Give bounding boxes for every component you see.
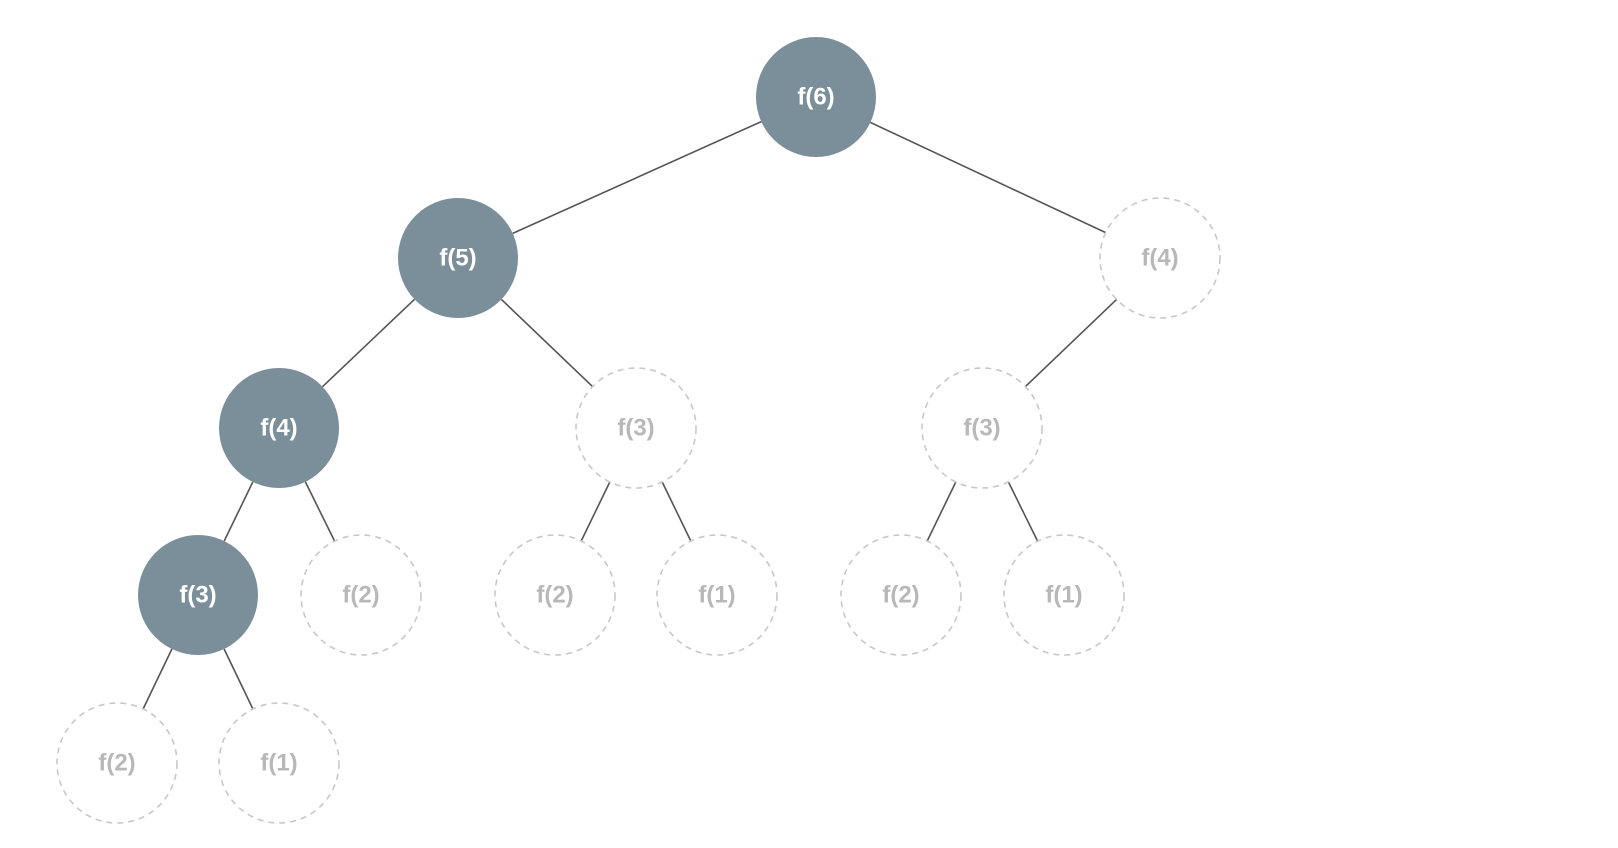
tree-edge bbox=[223, 481, 254, 542]
node-circle bbox=[921, 367, 1043, 489]
tree-node-pending: f(4) bbox=[1099, 197, 1221, 319]
tree-edge bbox=[869, 121, 1107, 234]
tree-nodes: f(6) f(5) f(4) f(4) f(3) f(3) f(3) f(2) f(2) f(1)… bbox=[56, 37, 1221, 824]
node-label: f(3) bbox=[617, 415, 654, 442]
node-circle bbox=[494, 534, 616, 656]
node-label: f(4) bbox=[260, 415, 297, 442]
node-circle bbox=[1003, 534, 1125, 656]
tree-edge bbox=[1024, 298, 1118, 388]
tree-edge bbox=[500, 298, 594, 388]
node-circle bbox=[300, 534, 422, 656]
node-label: f(3) bbox=[963, 415, 1000, 442]
tree-node-pending: f(2) bbox=[840, 534, 962, 656]
node-circle bbox=[1099, 197, 1221, 319]
node-label: f(2) bbox=[98, 750, 135, 777]
node-circle bbox=[840, 534, 962, 656]
node-label: f(1) bbox=[698, 582, 735, 609]
node-circle bbox=[56, 702, 178, 824]
node-circle bbox=[138, 535, 258, 655]
node-label: f(2) bbox=[882, 582, 919, 609]
tree-edge bbox=[926, 481, 957, 542]
tree-edge bbox=[512, 120, 762, 235]
tree-edge bbox=[223, 648, 254, 710]
node-label: f(6) bbox=[797, 84, 834, 111]
tree-node-pending: f(3) bbox=[575, 367, 697, 489]
tree-node-active: f(5) bbox=[398, 198, 518, 318]
node-circle bbox=[656, 534, 778, 656]
tree-node-pending: f(1) bbox=[218, 702, 340, 824]
tree-edge bbox=[580, 481, 611, 542]
tree-edge bbox=[661, 481, 692, 542]
tree-node-pending: f(1) bbox=[1003, 534, 1125, 656]
node-circle bbox=[398, 198, 518, 318]
node-label: f(5) bbox=[439, 245, 476, 272]
tree-edge bbox=[321, 298, 416, 388]
tree-node-pending: f(3) bbox=[921, 367, 1043, 489]
tree-node-pending: f(2) bbox=[56, 702, 178, 824]
node-label: f(3) bbox=[179, 582, 216, 609]
node-label: f(1) bbox=[260, 750, 297, 777]
node-label: f(2) bbox=[536, 582, 573, 609]
node-label: f(1) bbox=[1045, 582, 1082, 609]
node-circle bbox=[575, 367, 697, 489]
tree-node-active: f(3) bbox=[138, 535, 258, 655]
tree-node-active: f(6) bbox=[756, 37, 876, 157]
tree-node-active: f(4) bbox=[219, 368, 339, 488]
tree-node-pending: f(2) bbox=[300, 534, 422, 656]
node-label: f(2) bbox=[342, 582, 379, 609]
node-circle bbox=[218, 702, 340, 824]
tree-edge bbox=[142, 648, 173, 710]
tree-edge bbox=[1007, 481, 1039, 542]
node-circle bbox=[756, 37, 876, 157]
node-circle bbox=[219, 368, 339, 488]
tree-edges bbox=[142, 120, 1118, 710]
tree-node-pending: f(1) bbox=[656, 534, 778, 656]
tree-node-pending: f(2) bbox=[494, 534, 616, 656]
tree-edge bbox=[304, 481, 336, 542]
node-label: f(4) bbox=[1141, 245, 1178, 272]
